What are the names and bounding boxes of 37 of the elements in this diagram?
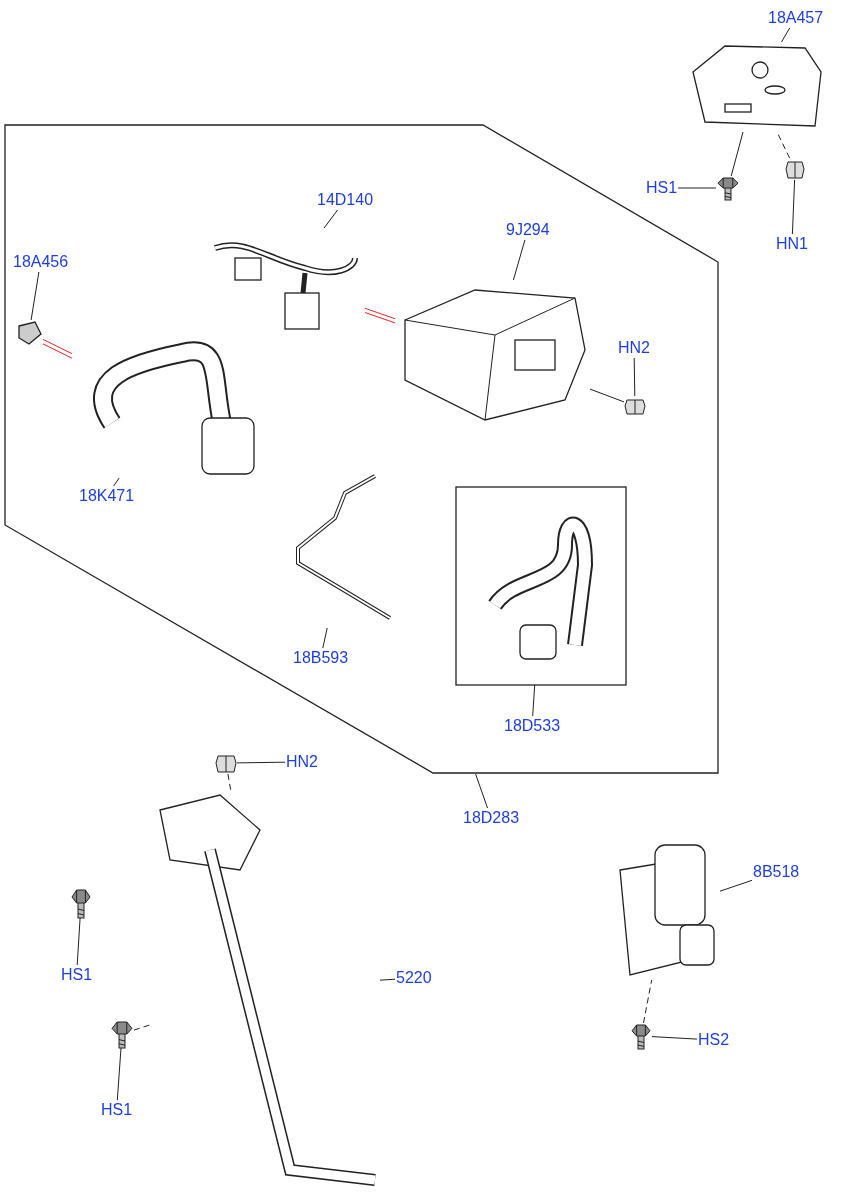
bolt-drawing	[716, 176, 740, 200]
leader-line	[730, 131, 744, 177]
clip-drawing	[15, 320, 43, 345]
nut-drawing	[624, 396, 646, 416]
leader-line	[364, 307, 396, 320]
nut-drawing	[215, 752, 237, 774]
leader-line	[133, 1024, 151, 1031]
leader-line	[475, 773, 488, 809]
leader-line	[42, 338, 73, 355]
leader-line	[364, 312, 396, 324]
leader-line	[379, 978, 396, 981]
leader-line	[651, 1036, 698, 1040]
leader-line	[236, 761, 286, 764]
leader-line	[30, 271, 40, 321]
leader-line	[322, 627, 328, 649]
bolt-drawing	[110, 1020, 134, 1048]
leader-line	[633, 357, 636, 397]
leader-line	[677, 187, 717, 189]
leader-line	[116, 1047, 122, 1101]
leader-line	[643, 979, 653, 1024]
assembly-outline	[5, 125, 719, 774]
leader-line	[512, 239, 526, 281]
group-outline	[456, 487, 626, 685]
bolt-drawing	[70, 888, 92, 918]
leader-line	[781, 27, 791, 43]
leader-line	[113, 477, 120, 487]
leader-line	[532, 684, 536, 717]
leader-line	[227, 773, 232, 791]
leader-line	[776, 131, 791, 159]
leader-line	[323, 209, 339, 229]
leader-line	[42, 343, 73, 359]
nut-drawing	[785, 158, 805, 180]
bolt-drawing	[630, 1023, 652, 1049]
leader-line	[589, 388, 625, 403]
leader-line	[791, 179, 796, 235]
leader-line	[719, 879, 753, 892]
leader-line	[76, 917, 81, 966]
